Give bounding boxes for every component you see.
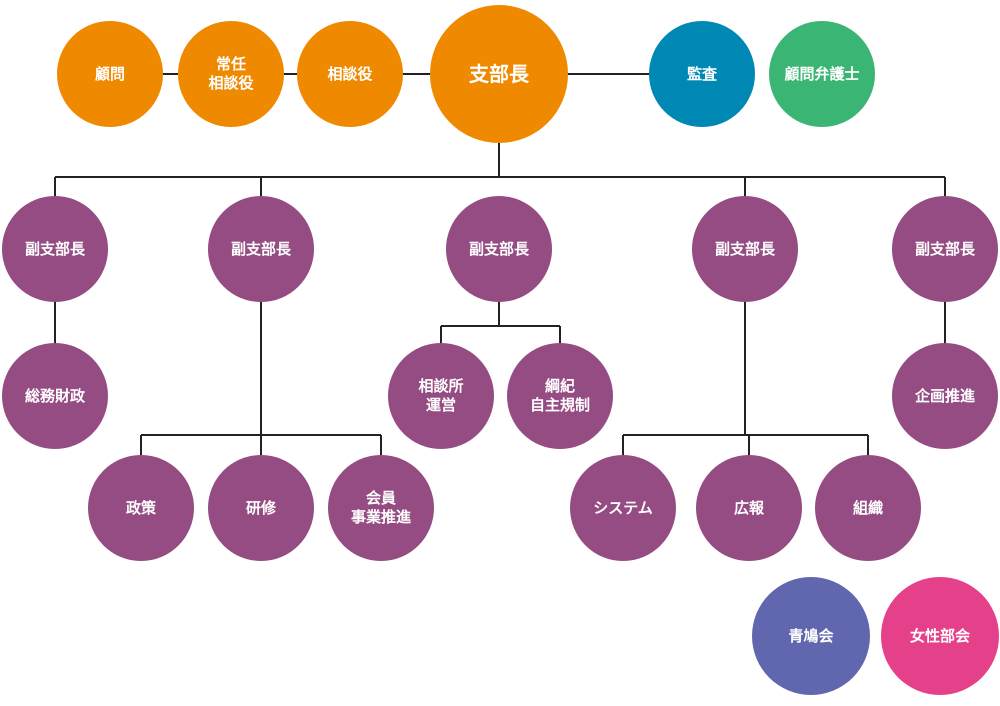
node-label: 政策 (125, 498, 156, 517)
node-label: 企画推進 (914, 386, 975, 405)
node-label: 相談所 (418, 377, 464, 396)
node-label: 副支部長 (714, 239, 775, 258)
node-fuku1: 副支部長 (2, 196, 108, 302)
node-system: システム (570, 455, 676, 561)
node-kansa: 監査 (649, 21, 755, 127)
node-soumu: 総務財政 (2, 343, 108, 449)
node-label: 副支部長 (914, 239, 975, 258)
node-fuku3: 副支部長 (446, 196, 552, 302)
node-label: 自主規制 (529, 396, 590, 414)
node-komon-bengoshi: 顧問弁護士 (769, 21, 875, 127)
node-label: 顧問弁護士 (784, 64, 860, 83)
node-label: 相談役 (208, 74, 254, 92)
node-label: 副支部長 (468, 239, 529, 258)
node-seisaku: 政策 (88, 455, 194, 561)
node-label: 副支部長 (24, 239, 85, 258)
node-kouhou: 広報 (696, 455, 802, 561)
node-fuku4: 副支部長 (692, 196, 798, 302)
node-label: 顧問 (94, 64, 125, 83)
node-label: 会員 (365, 489, 396, 508)
node-label: 監査 (686, 64, 717, 83)
node-label: 事業推進 (350, 508, 411, 526)
node-shibuchou: 支部長 (430, 5, 568, 143)
node-seikyukai: 青鳩会 (752, 577, 870, 695)
node-label: 女性部会 (909, 626, 970, 645)
node-label: 支部長 (469, 61, 529, 86)
node-sodanyaku: 相談役 (297, 21, 403, 127)
node-fuku5: 副支部長 (892, 196, 998, 302)
node-fuku2: 副支部長 (208, 196, 314, 302)
node-kaiin: 会員事業推進 (328, 455, 434, 561)
node-label: 綱紀 (544, 377, 575, 396)
node-label: 組織 (852, 498, 883, 517)
node-sodanjo: 相談所運営 (388, 343, 494, 449)
node-jonin-sodanyaku: 常任相談役 (178, 21, 284, 127)
node-label: 常任 (215, 55, 246, 74)
node-soshiki: 組織 (815, 455, 921, 561)
node-kikaku: 企画推進 (892, 343, 998, 449)
node-josei: 女性部会 (881, 577, 999, 695)
node-kouki: 綱紀自主規制 (507, 343, 613, 449)
node-label: 運営 (425, 396, 456, 414)
node-label: 広報 (733, 498, 764, 517)
node-kenshu: 研修 (208, 455, 314, 561)
node-label: 青鳩会 (788, 626, 834, 645)
node-label: 相談役 (327, 64, 373, 83)
node-label: 研修 (245, 498, 276, 517)
node-label: 副支部長 (230, 239, 291, 258)
node-komon: 顧問 (57, 21, 163, 127)
node-label: システム (593, 498, 653, 517)
node-label: 総務財政 (24, 386, 85, 405)
